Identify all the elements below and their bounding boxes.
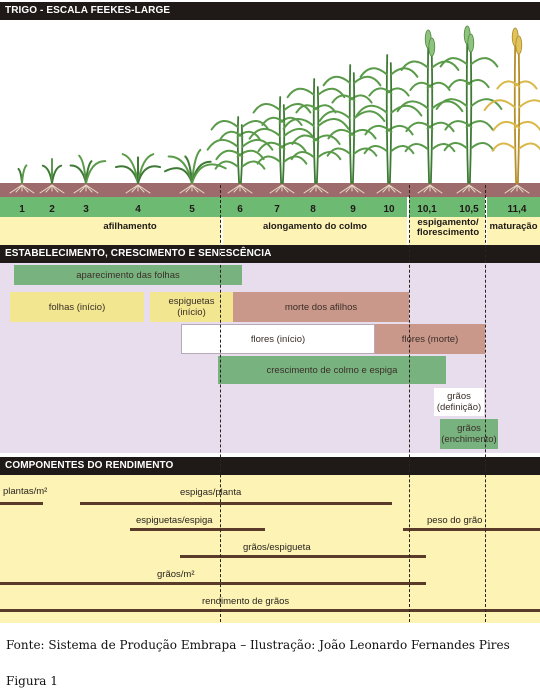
stage-number: 7 — [274, 204, 280, 215]
stage-number-band — [0, 197, 540, 217]
label-peso-grao: peso do grão — [427, 515, 483, 526]
line-graos-espigueta — [180, 555, 426, 558]
label-graos-m2: grãos/m² — [157, 569, 195, 580]
phase-espigamento: espigamento/ florescimento — [416, 217, 480, 238]
bar-graos-enchimento: grãos(enchimento) — [440, 419, 498, 449]
bar-flores-inicio: flores (início) — [181, 324, 375, 354]
bar-folhas-inicio: folhas (início) — [10, 292, 144, 322]
guide-line-stage-10-1 — [409, 185, 410, 622]
bar-crescimento-colmo: crescimento de colmo e espiga — [218, 356, 446, 384]
stage-number: 10 — [383, 204, 395, 215]
line-graos-m2 — [0, 582, 426, 585]
components-panel — [0, 475, 540, 623]
phase-afilhamento: afilhamento — [103, 221, 157, 232]
line-rendimento — [0, 609, 540, 612]
stage-number: 4 — [135, 204, 141, 215]
line-peso-grao — [403, 528, 540, 531]
stage-number: 6 — [237, 204, 243, 215]
stage-number: 8 — [310, 204, 316, 215]
header-componentes: COMPONENTES DO RENDIMENTO — [0, 457, 540, 475]
stage-number: 5 — [189, 204, 195, 215]
header-estabelecimento: ESTABELECIMENTO, CRESCIMENTO E SENESCÊNC… — [0, 245, 540, 263]
header-feekes: TRIGO - ESCALA FEEKES-LARGE — [0, 2, 540, 20]
stage-number: 10,5 — [459, 204, 479, 215]
bar-morte-afilhos: morte dos afilhos — [233, 292, 409, 322]
line-espigas-planta — [80, 502, 392, 505]
label-graos-espigueta: grãos/espigueta — [243, 542, 311, 553]
guide-line-stage-6 — [220, 185, 221, 622]
figure-label: Figura 1 — [6, 674, 58, 688]
phase-band — [0, 217, 540, 245]
wheat-plants-illustration — [0, 20, 540, 245]
phase-maturacao: maturação — [489, 221, 538, 232]
label-espigas-planta: espigas/planta — [180, 487, 242, 498]
bar-espiguetas-inicio: espiguetas(início) — [150, 292, 233, 322]
label-plantas-m2: plantas/m² — [3, 486, 48, 497]
bar-graos-definicao: grãos(definição) — [434, 388, 484, 416]
stage-number: 9 — [350, 204, 356, 215]
phase-alongamento: alongamento do colmo — [263, 221, 367, 232]
soil-strip — [0, 183, 540, 197]
label-espiguetas-espiga: espiguetas/espiga — [136, 515, 213, 526]
bar-aparecimento-folhas: aparecimento das folhas — [14, 265, 242, 285]
stage-number: 10,1 — [417, 204, 437, 215]
stage-number: 2 — [49, 204, 55, 215]
line-espiguetas-espiga — [130, 528, 265, 531]
line-plantas-m2 — [0, 502, 43, 505]
bar-flores-morte: flores (morte) — [375, 324, 485, 354]
guide-line-stage-10-5 — [485, 185, 486, 622]
stage-number: 1 — [19, 204, 25, 215]
label-rendimento: rendimento de grãos — [202, 596, 290, 607]
stage-number: 11,4 — [507, 204, 527, 215]
source-caption: Fonte: Sistema de Produção Embrapa – Ilu… — [6, 638, 510, 652]
stage-number: 3 — [83, 204, 89, 215]
